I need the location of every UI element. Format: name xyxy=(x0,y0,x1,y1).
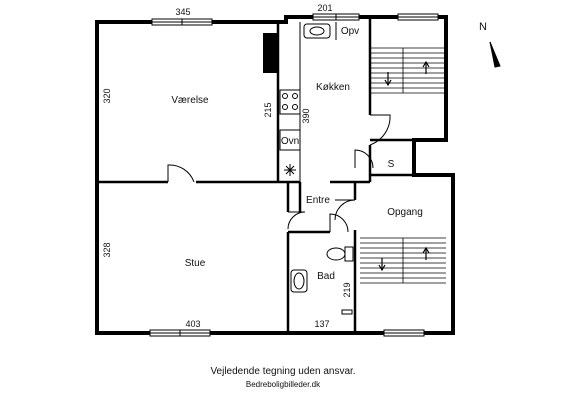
room-ovn: Ovn xyxy=(281,136,299,147)
door-stue xyxy=(287,211,306,230)
inner-walls xyxy=(97,17,446,333)
kitchen-fixtures xyxy=(279,22,337,182)
room-koekken: Køkken xyxy=(316,82,350,93)
oven xyxy=(279,129,301,151)
stairs-lower xyxy=(360,237,446,284)
windows xyxy=(149,13,439,337)
sink xyxy=(303,23,331,39)
dim-left-lower: 328 xyxy=(102,242,112,257)
room-s: S xyxy=(388,159,395,170)
toilet-bowl xyxy=(326,247,346,261)
dim-kitchen-len: 390 xyxy=(301,108,311,123)
room-opv: Opv xyxy=(341,26,359,37)
door-s xyxy=(354,149,374,169)
door-bad xyxy=(329,213,349,233)
dim-bottom-stue: 403 xyxy=(185,319,200,329)
dim-top-left: 345 xyxy=(175,7,190,17)
dim-top-mid: 201 xyxy=(317,3,332,13)
room-opgang: Opgang xyxy=(387,207,423,218)
disclaimer-text: Vejledende tegning uden ansvar. xyxy=(210,366,356,377)
column xyxy=(263,33,277,73)
dim-kitchen-wall: 215 xyxy=(263,102,273,117)
outer-wall-left-lower xyxy=(95,180,357,335)
shower-tap xyxy=(341,309,353,315)
door-vaerelse xyxy=(167,164,195,183)
room-stue: Stue xyxy=(185,258,206,269)
room-vaerelse: Værelse xyxy=(171,95,209,106)
room-bad: Bad xyxy=(317,271,335,282)
doors xyxy=(167,114,391,233)
hob xyxy=(279,89,301,115)
star-icon xyxy=(284,164,296,176)
compass-label: N xyxy=(479,21,487,33)
dim-bad-side: 219 xyxy=(342,282,352,297)
dim-bottom-bad: 137 xyxy=(314,319,329,329)
door-entre xyxy=(334,199,356,221)
washbasin xyxy=(290,269,308,293)
compass-icon: N xyxy=(479,21,501,68)
dim-left-upper: 320 xyxy=(102,88,112,103)
room-entre: Entre xyxy=(306,195,330,206)
bathroom-fixtures xyxy=(290,246,354,315)
toilet-tank xyxy=(344,246,354,262)
stairs-upper xyxy=(370,47,446,94)
door-kitchen-stair xyxy=(369,114,391,146)
credit-text: Bedreboligbilleder.dk xyxy=(245,380,321,389)
